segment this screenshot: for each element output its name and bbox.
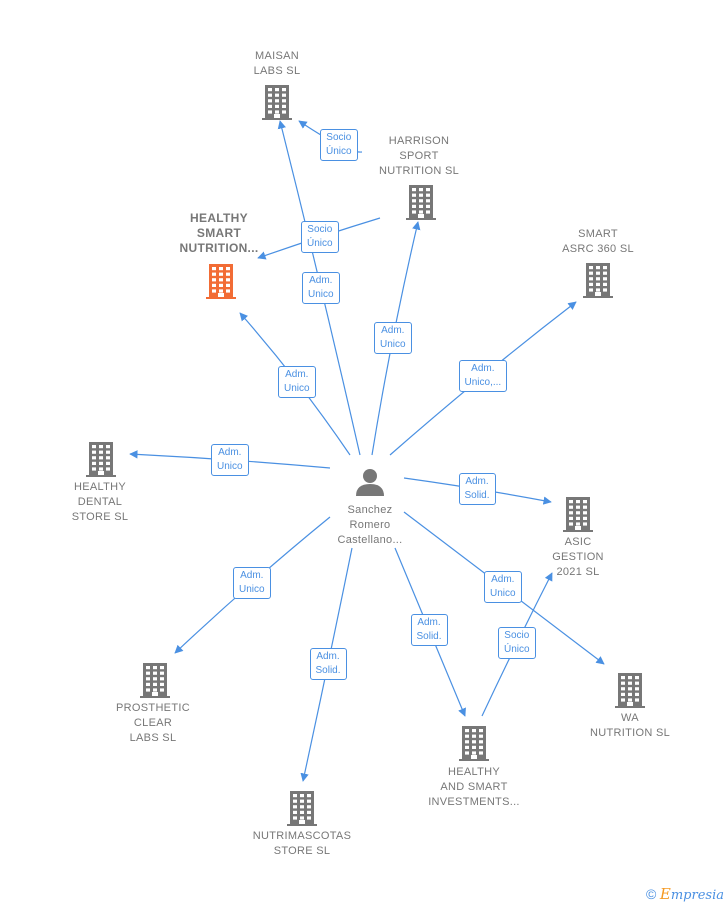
node-label-maisan[interactable]: MAISAN LABS SL (253, 50, 301, 77)
edge-label-center-to-healthy_invest[interactable]: Adm. Solid. (410, 614, 448, 646)
edge-label-center-to-wa[interactable]: Adm. Unico (484, 571, 522, 603)
node-label-center[interactable]: Sanchez Romero Castellano... (337, 504, 403, 546)
building-icon-nutrimascotas[interactable] (287, 791, 317, 826)
building-icon-prosthetic[interactable] (140, 663, 170, 698)
edge-label-harrison-to-healthy_smart[interactable]: Socio Único (301, 221, 339, 253)
node-label-asic[interactable]: ASIC GESTION 2021 SL (552, 536, 604, 578)
brand-initial: E (659, 885, 671, 903)
edge-label-healthy_invest-to-asic[interactable]: Socio Único (498, 627, 536, 659)
building-icon-maisan[interactable] (262, 85, 292, 120)
edge-label-center-to-healthy_smart[interactable]: Adm. Unico (278, 366, 316, 398)
node-label-harrison[interactable]: HARRISON SPORT NUTRITION SL (379, 135, 459, 177)
edge-label-center-to-harrison[interactable]: Adm. Unico (374, 322, 412, 354)
building-icon-healthy_invest[interactable] (459, 726, 489, 761)
node-label-nutrimascotas[interactable]: NUTRIMASCOTAS STORE SL (252, 830, 352, 857)
building-icon-healthy_dental[interactable] (86, 442, 116, 477)
person-icon[interactable] (356, 469, 384, 496)
building-icon-wa[interactable] (615, 673, 645, 708)
building-icon-harrison[interactable] (406, 185, 436, 220)
node-label-wa[interactable]: WA NUTRITION SL (590, 712, 670, 739)
building-icon-smart_asrc[interactable] (583, 263, 613, 298)
node-label-smart_asrc[interactable]: SMART ASRC 360 SL (562, 228, 634, 255)
edge-label-center-to-nutrimascotas[interactable]: Adm. Solid. (309, 648, 347, 680)
node-label-healthy_dental[interactable]: HEALTHY DENTAL STORE SL (71, 481, 129, 523)
footer-brand: © Empresia (646, 885, 724, 903)
node-label-prosthetic[interactable]: PROSTHETIC CLEAR LABS SL (116, 702, 190, 744)
edge-label-center-to-prosthetic[interactable]: Adm. Unico (233, 567, 271, 599)
edge-label-center-to-healthy_dental[interactable]: Adm. Unico (211, 444, 249, 476)
edge-label-center-to-maisan[interactable]: Adm. Unico (302, 272, 340, 304)
edge-label-harrison-to-maisan[interactable]: Socio Único (320, 129, 358, 161)
brand-name: mpresia (670, 888, 724, 903)
icons-layer (86, 85, 645, 826)
building-icon-healthy_smart[interactable] (206, 264, 236, 299)
edge-label-center-to-asic[interactable]: Adm. Solid. (458, 473, 496, 505)
node-label-healthy_smart[interactable]: HEALTHY SMART NUTRITION... (179, 211, 259, 255)
edge-label-center-to-smart_asrc[interactable]: Adm. Unico,... (458, 360, 508, 392)
building-icon-asic[interactable] (563, 497, 593, 532)
node-label-healthy_invest[interactable]: HEALTHY AND SMART INVESTMENTS... (428, 766, 520, 808)
copyright-icon: © (645, 886, 657, 902)
